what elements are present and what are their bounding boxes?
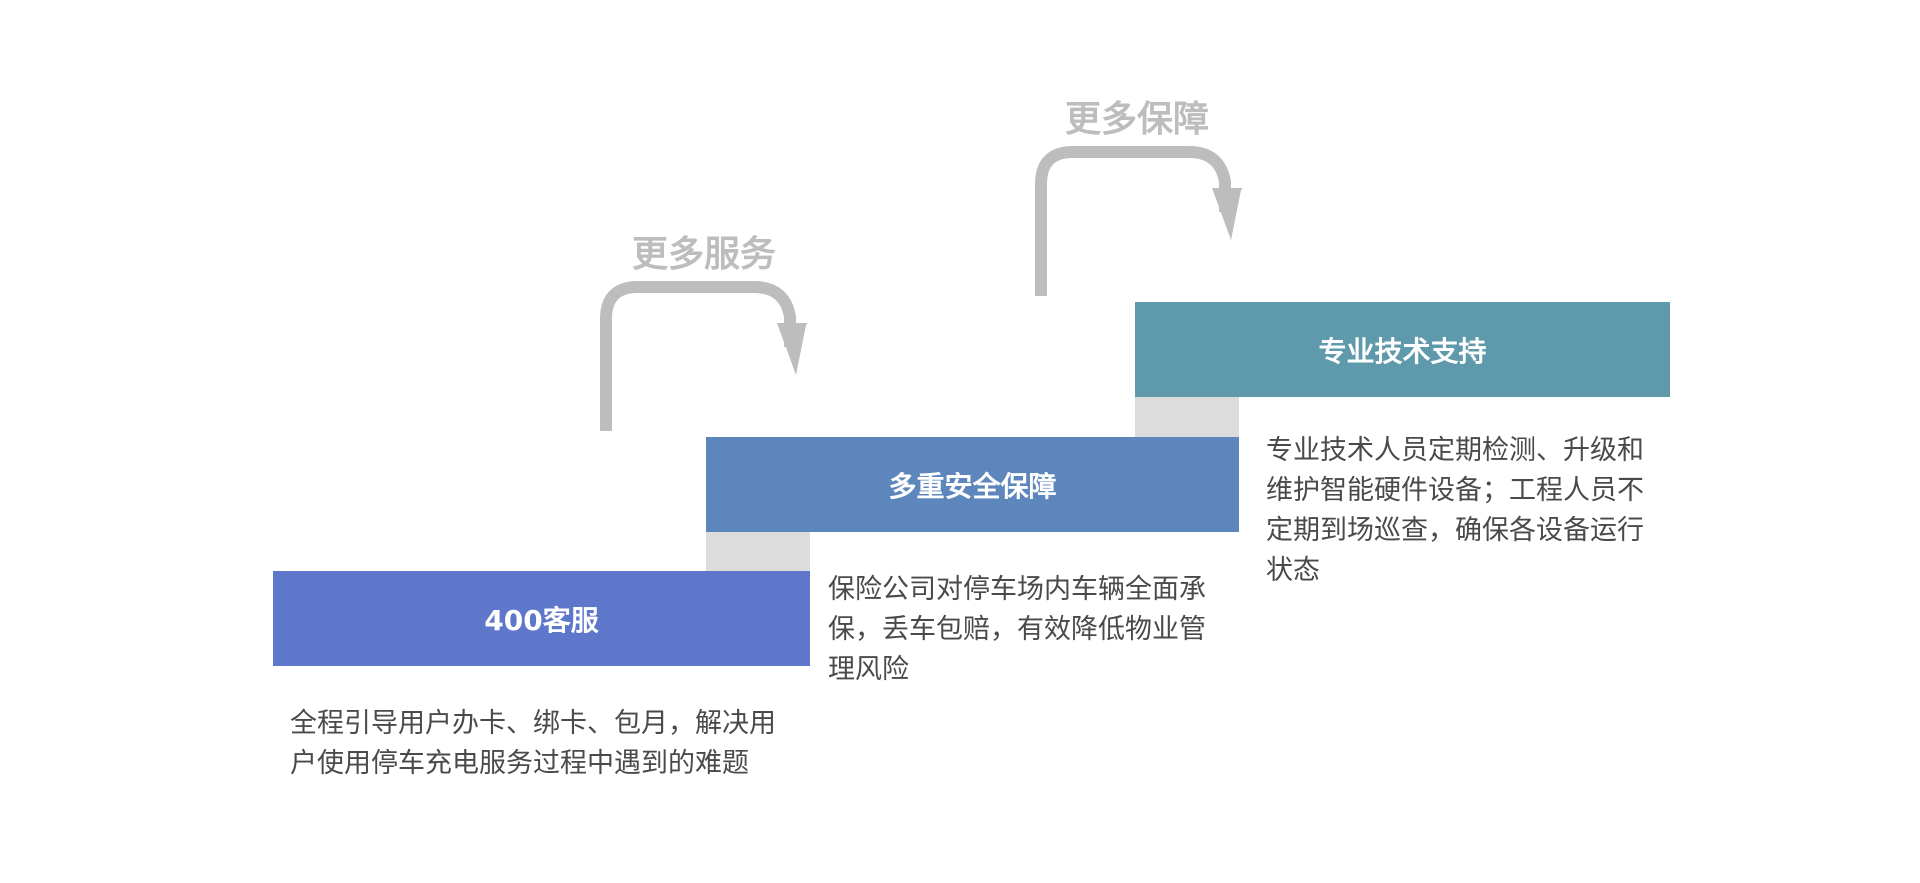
step-title: 专业技术支持 bbox=[1318, 334, 1487, 368]
step-connector-2 bbox=[1135, 397, 1239, 437]
step-technical-support: 专业技术支持 bbox=[1135, 302, 1670, 397]
step-connector-1 bbox=[706, 531, 810, 571]
step-title: 多重安全保障 bbox=[888, 469, 1057, 503]
step-400-service: 400客服 bbox=[273, 571, 810, 666]
arrow-label-more-guarantees: 更多保障 bbox=[1065, 99, 1210, 140]
curved-arrow-icon bbox=[600, 281, 808, 431]
step-security-guarantee: 多重安全保障 bbox=[706, 437, 1239, 532]
step-title: 400客服 bbox=[484, 603, 599, 637]
curved-arrow-icon bbox=[1035, 146, 1243, 296]
step-description-2: 保险公司对停车场内车辆全面承保，丢车包赔，有效降低物业管理风险 bbox=[828, 574, 1206, 685]
step-description-1: 全程引导用户办卡、绑卡、包月，解决用户使用停车充电服务过程中遇到的难题 bbox=[290, 708, 776, 779]
arrow-label-more-services: 更多服务 bbox=[632, 234, 777, 275]
step-description-3: 专业技术人员定期检测、升级和维护智能硬件设备；工程人员不定期到场巡查，确保各设备… bbox=[1266, 435, 1644, 586]
